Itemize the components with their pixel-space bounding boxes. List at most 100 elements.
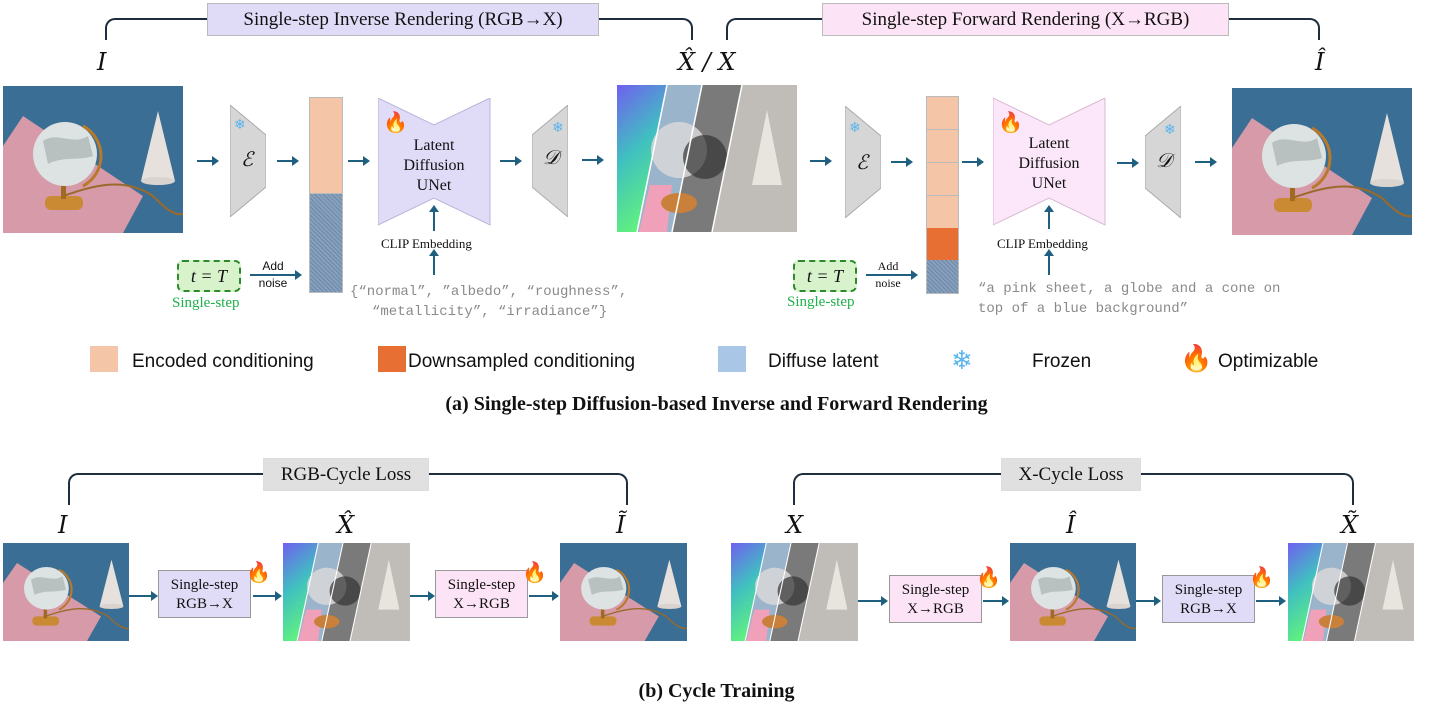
snowflake-icon: ❄ bbox=[1164, 123, 1176, 138]
arrow bbox=[129, 591, 158, 601]
flame-icon: 🔥 bbox=[383, 112, 408, 134]
snowflake-icon: ❄ bbox=[951, 346, 973, 375]
single-step-label: Single-step bbox=[172, 295, 240, 311]
diffuse-latent-cell bbox=[927, 260, 958, 293]
arrow bbox=[410, 591, 435, 601]
forward-prompt-line1: “a pink sheet, a globe and a cone on bbox=[978, 281, 1281, 297]
encoder-symbol: ℰ bbox=[241, 149, 254, 171]
unet-forward bbox=[993, 98, 1106, 226]
label-cycle: I bbox=[58, 511, 68, 539]
label-cycle: Ĩ bbox=[616, 511, 626, 539]
arrow bbox=[429, 249, 439, 275]
encoded-conditioning-latent bbox=[309, 97, 343, 195]
arrow bbox=[582, 155, 604, 165]
cycle-input-rgb-image bbox=[3, 543, 129, 641]
diffuse-latent bbox=[309, 193, 343, 293]
arrow bbox=[1044, 205, 1054, 229]
encoder-block bbox=[845, 106, 881, 218]
encoded-conditioning-cell bbox=[927, 130, 958, 163]
decoder-symbol: 𝒟 bbox=[1156, 150, 1172, 172]
unet-line: Latent bbox=[413, 137, 455, 154]
cycle-reconstructed-rgb-image bbox=[560, 543, 687, 641]
legend-swatch-diffuse bbox=[718, 346, 746, 372]
unet-line: Diffusion bbox=[403, 157, 465, 174]
flame-icon: 🔥 bbox=[998, 112, 1023, 134]
arrow bbox=[1044, 249, 1054, 275]
rgb-cycle-loss-title: RGB-Cycle Loss bbox=[263, 458, 429, 491]
arrow bbox=[253, 591, 282, 601]
cycle-predicted-x-image bbox=[283, 543, 410, 641]
arrow bbox=[1117, 158, 1139, 168]
cycle-reconstructed-x-image bbox=[1288, 543, 1414, 641]
flame-icon: 🔥 bbox=[976, 567, 1001, 589]
input-rgb-image bbox=[3, 86, 183, 233]
arrow bbox=[983, 596, 1009, 606]
arrow bbox=[858, 596, 888, 606]
decoder-symbol: 𝒟 bbox=[543, 147, 559, 169]
inverse-rendering-title: Single-step Inverse Rendering (RGB→X) bbox=[207, 3, 599, 36]
encoded-conditioning-cell bbox=[927, 97, 958, 130]
arrow bbox=[891, 157, 913, 167]
encoded-conditioning-cell bbox=[927, 163, 958, 196]
add-text: Add bbox=[262, 259, 284, 273]
label-cycle: X̂ bbox=[337, 511, 355, 539]
legend-diffuse: Diffuse latent bbox=[768, 351, 879, 372]
caption-a: (a) Single-step Diffusion-based Inverse … bbox=[445, 393, 988, 415]
arrow bbox=[500, 156, 522, 166]
op-line: RGB→X bbox=[176, 596, 233, 612]
forward-rendering-title: Single-step Forward Rendering (X→RGB) bbox=[822, 3, 1229, 36]
clip-embedding-label: CLIP Embedding bbox=[381, 236, 472, 251]
label-cycle: Î bbox=[1066, 511, 1076, 539]
add-text: Add bbox=[877, 259, 899, 273]
flame-icon: 🔥 bbox=[1180, 344, 1213, 373]
legend-encoded: Encoded conditioning bbox=[132, 351, 314, 372]
arrow bbox=[962, 157, 984, 167]
snowflake-icon: ❄ bbox=[849, 121, 861, 136]
legend-optimizable: Optimizable bbox=[1218, 351, 1319, 372]
noise-text: noise bbox=[258, 276, 288, 290]
op-line: RGB→X bbox=[1180, 601, 1237, 617]
decoder-block bbox=[532, 105, 568, 217]
inverse-prompt-line1: {“normal”, ”albedo”, “roughness”, bbox=[350, 284, 628, 300]
legend-downsampled: Downsampled conditioning bbox=[408, 351, 636, 372]
label-output-image: Î bbox=[1315, 48, 1325, 76]
unet-line: Diffusion bbox=[1018, 155, 1080, 172]
arrow bbox=[250, 270, 302, 280]
op-line: Single-step bbox=[447, 577, 516, 593]
unet-line: Latent bbox=[1028, 135, 1070, 152]
caption-b: (b) Cycle Training bbox=[638, 680, 795, 702]
label-cycle: X̃ bbox=[1341, 511, 1359, 539]
noise-text: noise bbox=[875, 276, 901, 290]
arrow bbox=[197, 156, 219, 166]
timestep-box: t = T bbox=[177, 260, 241, 292]
label-intrinsics: X̂ / X bbox=[678, 48, 736, 76]
add-noise-label: Add noise bbox=[866, 258, 910, 292]
unet-line: UNet bbox=[1031, 175, 1067, 192]
arrow bbox=[529, 591, 559, 601]
cycle-input-x-image bbox=[731, 543, 858, 641]
encoded-conditioning-cell bbox=[927, 196, 958, 228]
encoder-block bbox=[230, 105, 266, 217]
unet-line: UNet bbox=[416, 177, 452, 194]
flame-icon: 🔥 bbox=[246, 562, 271, 584]
clip-embedding-label: CLIP Embedding bbox=[997, 236, 1088, 251]
inverse-prompt-line2: “metallicity”, “irradiance”} bbox=[372, 304, 608, 320]
cycle-predicted-rgb-image bbox=[1010, 543, 1136, 641]
arrow bbox=[1136, 596, 1161, 606]
arrow bbox=[866, 270, 918, 280]
op-line: Single-step bbox=[1174, 582, 1243, 598]
legend-swatch-encoded bbox=[90, 346, 118, 372]
op-line: X→RGB bbox=[453, 596, 510, 612]
downsampled-conditioning-cell bbox=[927, 228, 958, 260]
op-line: X→RGB bbox=[907, 601, 964, 617]
snowflake-icon: ❄ bbox=[234, 118, 246, 133]
arrow bbox=[1256, 596, 1286, 606]
conditioning-latent-stack bbox=[926, 96, 959, 294]
